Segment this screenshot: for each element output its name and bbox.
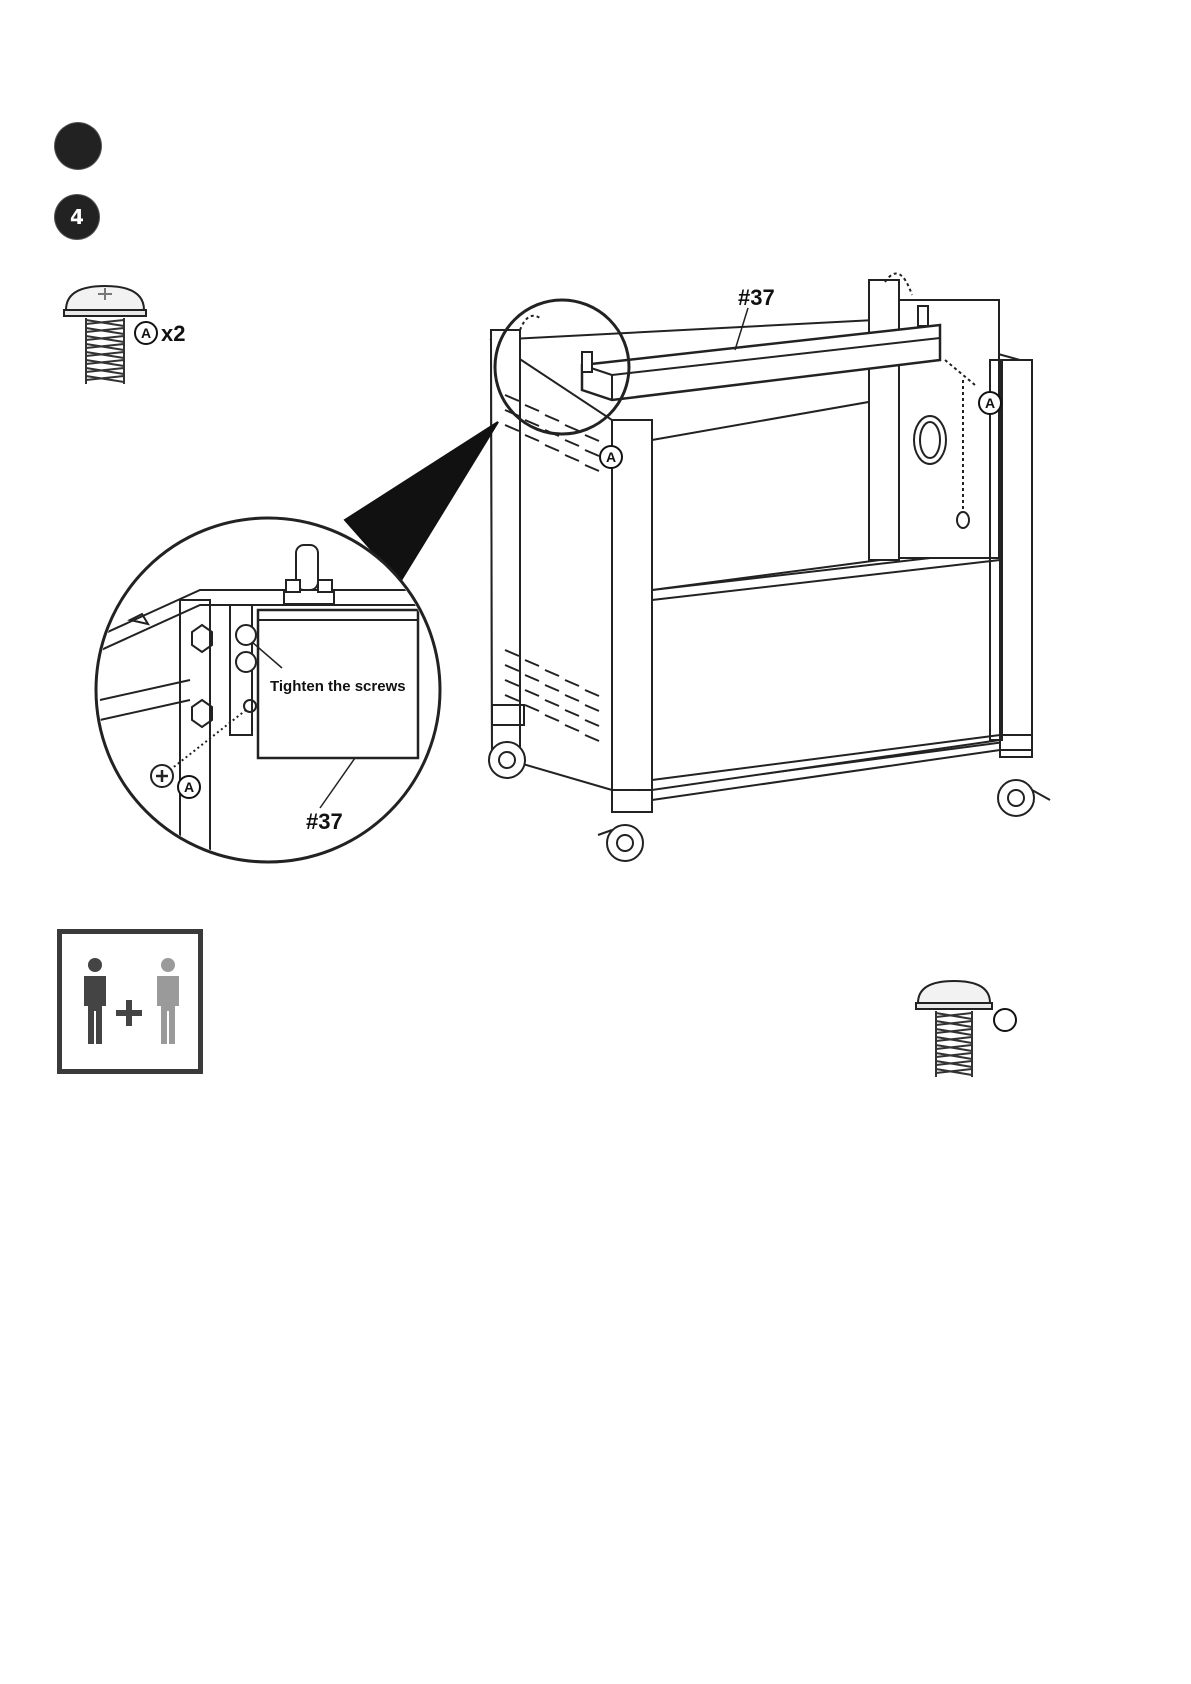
two-person-icon: [57, 929, 203, 1074]
screw-icon-bottom: [912, 977, 1022, 1082]
marker-a: A: [985, 395, 995, 411]
assembly-illustration: A A A #37 #37 Tighten the screws: [0, 0, 1191, 900]
two-person-graphic: [62, 934, 198, 1069]
part-label-main: #37: [738, 285, 775, 310]
marker-a: A: [606, 449, 616, 465]
part-label-detail: #37: [306, 809, 343, 834]
plus-icon: [116, 1000, 142, 1026]
instruction-text: Tighten the screws: [270, 678, 406, 695]
marker-a: A: [184, 779, 194, 795]
